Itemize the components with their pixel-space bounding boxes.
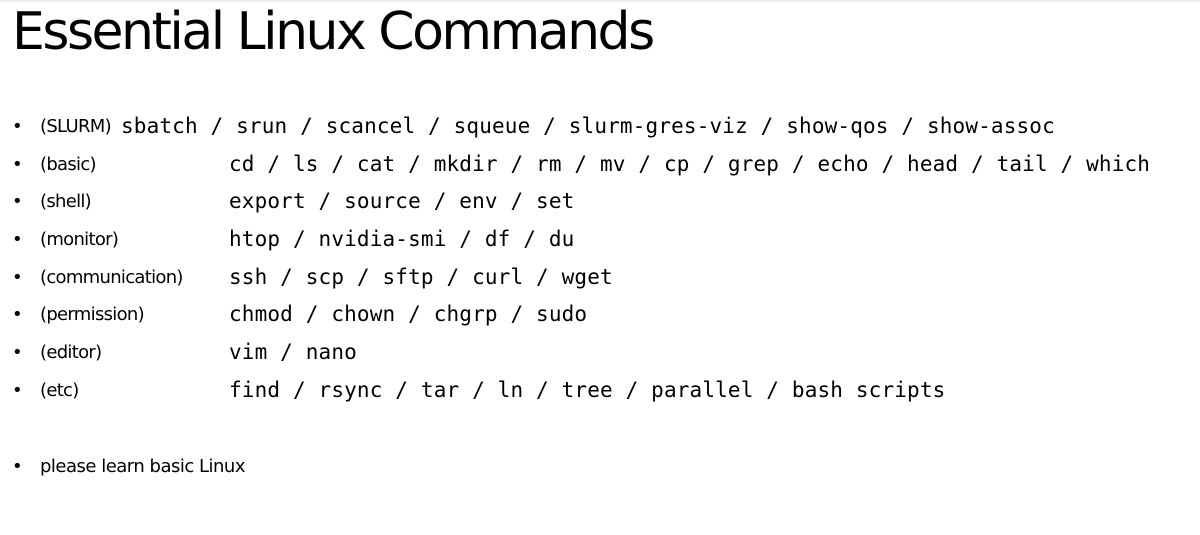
bullet-icon: • bbox=[12, 342, 23, 364]
list-item-monitor: • (monitor) htop / nvidia-smi / df / du bbox=[0, 221, 1200, 259]
command-text: htop / nvidia-smi / df / du bbox=[229, 227, 575, 252]
list-item-slurm: • (SLURM) sbatch / srun / scancel / sque… bbox=[0, 108, 1200, 146]
category-label: (communication) bbox=[40, 266, 183, 288]
page-title: Essential Linux Commands bbox=[12, 2, 655, 62]
category-label: (monitor) bbox=[40, 229, 119, 251]
command-text: sbatch / srun / scancel / squeue / slurm… bbox=[121, 114, 1055, 138]
bullet-icon: • bbox=[12, 153, 23, 175]
list-item-basic: • (basic) cd / ls / cat / mkdir / rm / m… bbox=[0, 146, 1200, 184]
list-item-editor: • (editor) vim / nano bbox=[0, 334, 1200, 372]
category-label: (etc) bbox=[40, 379, 79, 401]
command-text: cd / ls / cat / mkdir / rm / mv / cp / g… bbox=[229, 151, 1151, 176]
list-item-etc: • (etc) find / rsync / tar / ln / tree /… bbox=[0, 372, 1200, 410]
command-text: vim / nano bbox=[229, 340, 357, 365]
command-list: • (SLURM) sbatch / srun / scancel / sque… bbox=[0, 108, 1200, 485]
list-item-shell: • (shell) export / source / env / set bbox=[0, 183, 1200, 221]
bullet-icon: • bbox=[12, 379, 23, 401]
bullet-icon: • bbox=[12, 266, 23, 288]
bullet-icon: • bbox=[12, 191, 23, 213]
list-item-permission: • (permission) chmod / chown / chgrp / s… bbox=[0, 296, 1200, 334]
category-label: (SLURM) bbox=[40, 116, 112, 137]
command-text: find / rsync / tar / ln / tree / paralle… bbox=[229, 377, 946, 402]
list-item-note: • please learn basic Linux bbox=[0, 448, 1200, 486]
command-text: ssh / scp / sftp / curl / wget bbox=[229, 264, 613, 289]
bullet-icon: • bbox=[12, 229, 23, 251]
command-text: export / source / env / set bbox=[229, 189, 575, 214]
category-label: (editor) bbox=[40, 342, 102, 364]
bullet-icon: • bbox=[12, 455, 23, 477]
list-item-communication: • (communication) ssh / scp / sftp / cur… bbox=[0, 259, 1200, 297]
category-label: (basic) bbox=[40, 153, 97, 175]
bullet-icon: • bbox=[12, 116, 23, 137]
top-divider bbox=[0, 0, 1200, 3]
category-label: (permission) bbox=[40, 304, 145, 326]
category-label: (shell) bbox=[40, 191, 92, 213]
bullet-icon: • bbox=[12, 304, 23, 326]
note-text: please learn basic Linux bbox=[40, 455, 245, 477]
command-text: chmod / chown / chgrp / sudo bbox=[229, 302, 588, 327]
